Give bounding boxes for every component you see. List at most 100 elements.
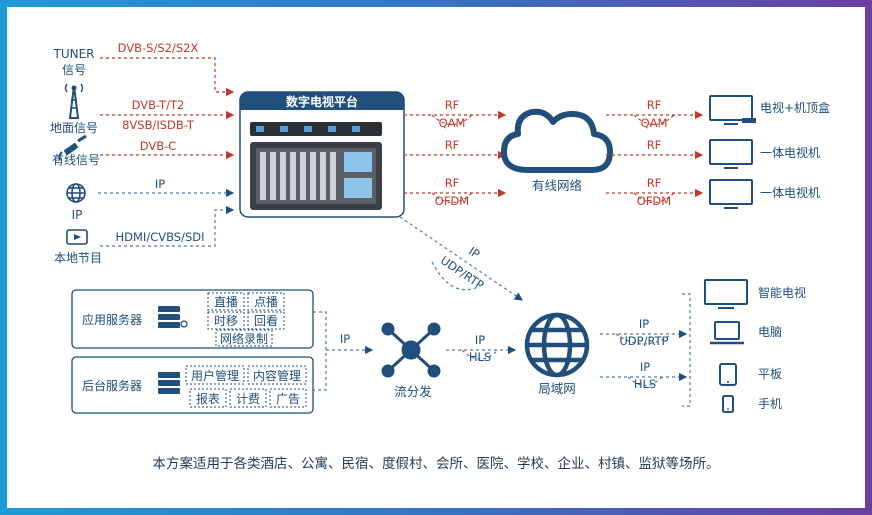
rf-left-3-bottom: OFDM (435, 194, 469, 208)
ip-input-label: IP (72, 208, 83, 222)
backend-tag-billing: 计费 (236, 392, 260, 406)
terrestrial-link-top: DVB-T/T2 (132, 98, 185, 112)
cloud-icon (501, 108, 613, 173)
lan-link-1-bottom: UDP/RTP (619, 334, 668, 348)
network-hub-icon (381, 322, 441, 378)
server-stack-icon (158, 372, 180, 394)
tuner-line1: TUNER (52, 47, 94, 61)
laptop-icon (710, 321, 744, 345)
rf-left-3-top: RF (445, 176, 460, 190)
globe-icon (524, 312, 590, 378)
rf-right-3-top: RF (647, 176, 662, 190)
input-tuner: TUNER 信号 (52, 47, 94, 77)
backend-tag-reports: 报表 (196, 391, 220, 406)
device-smart-tv-label: 智能电视 (758, 285, 806, 300)
input-local: 本地节目 (54, 229, 102, 265)
local-label: 本地节目 (54, 251, 102, 265)
device-tablet-label: 平板 (758, 367, 782, 381)
tuner-line2: 信号 (62, 63, 86, 77)
rf-right-1-top: RF (647, 98, 662, 112)
input-ip: IP (66, 183, 86, 222)
ip-link-label: IP (155, 177, 165, 191)
backend-tag-ads: 广告 (276, 392, 300, 406)
tv-icon (709, 179, 753, 209)
app-tag-live: 直播 (214, 295, 238, 309)
platform-lan-top: IP (466, 244, 482, 261)
platform-lan-link (399, 216, 523, 301)
servers-bracket (313, 311, 327, 391)
tablet-icon (719, 363, 737, 386)
terrestrial-label: 地面信号 (50, 121, 98, 135)
dist-lan-top: IP (475, 333, 485, 347)
input-terrestrial: 地面信号 (50, 83, 98, 135)
cable-link-label: DVB-C (140, 139, 177, 153)
rf-right-3-bottom: OFDM (637, 194, 671, 208)
rf-right-1-bottom: QAM (641, 116, 668, 130)
lan-link-2-top: IP (640, 360, 650, 374)
app-server-box: 应用服务器 直播 点播 时移 回看 网络录制 (71, 289, 314, 349)
app-tag-recording: 网络录制 (220, 331, 268, 346)
tv-icon (709, 139, 753, 169)
terrestrial-link-bottom: 8VSB/ISDB-T (122, 118, 195, 132)
tv-icon (709, 95, 756, 125)
platform-lan-bottom: UDP/RTP (438, 253, 487, 292)
devices-bracket (682, 293, 691, 407)
rf-right-2-top: RF (647, 138, 662, 152)
video-screen-icon (66, 229, 88, 245)
tv-output-3-label: 一体电视机 (760, 185, 820, 200)
device-computer-label: 电脑 (758, 325, 782, 339)
phone-icon (722, 395, 734, 413)
backend-server-box: 后台服务器 用户管理 内容管理 报表 计费 广告 (71, 356, 314, 414)
servers-link-label: IP (340, 332, 350, 346)
stream-distribution-node: 流分发 (381, 322, 441, 399)
device-computer: 电脑 (710, 321, 782, 345)
tv-output-1: 电视+机顶盒 (709, 95, 830, 125)
lan-node: 局域网 (524, 312, 590, 396)
platform-title: 数字电视平台 (286, 94, 358, 109)
rf-left-1-bottom: QAM (439, 116, 466, 130)
tuner-link-label: DVB-S/S2/S2X (118, 41, 199, 55)
local-link-label: HDMI/CVBS/SDI (116, 230, 205, 244)
tv-output-2: 一体电视机 (709, 139, 820, 169)
device-phone-label: 手机 (758, 397, 782, 411)
tv-output-1-label: 电视+机顶盒 (760, 100, 830, 115)
local-link-line (100, 205, 235, 247)
lan-label: 局域网 (538, 381, 576, 396)
device-smart-tv: 智能电视 (704, 279, 806, 309)
footer-note: 本方案适用于各类酒店、公寓、民宿、度假村、会所、医院、学校、企业、村镇、监狱等场… (153, 455, 720, 472)
globe-icon (66, 183, 86, 203)
hls-arc-left (461, 349, 499, 360)
udp-arc-diagonal (431, 261, 481, 291)
udp-arc-right (615, 333, 673, 345)
device-tablet: 平板 (719, 363, 782, 386)
cable-label: 有线信号 (52, 153, 100, 167)
dist-lan-bottom: HLS (469, 350, 491, 364)
tuner-link-line (100, 57, 235, 97)
app-tag-replay: 回看 (254, 314, 278, 328)
digital-tv-platform: 数字电视平台 (239, 91, 405, 218)
device-phone: 手机 (722, 395, 782, 413)
rf-left-1-top: RF (445, 98, 460, 112)
headend-rack-icon (250, 122, 382, 210)
input-cable: 有线信号 (52, 134, 100, 167)
distribution-label: 流分发 (394, 384, 432, 399)
tv-output-2-label: 一体电视机 (760, 145, 820, 160)
lan-link-2-bottom: HLS (634, 377, 656, 391)
cloud-label: 有线网络 (532, 178, 583, 193)
hls-arc-right (627, 376, 663, 387)
tv-output-3: 一体电视机 (709, 179, 820, 209)
server-stack-icon (158, 306, 188, 328)
app-tag-timeshift: 时移 (214, 314, 238, 328)
cable-network-cloud: 有线网络 (501, 108, 613, 193)
lan-link-1-top: IP (639, 317, 649, 331)
rf-left-2-top: RF (445, 138, 460, 152)
smart-tv-icon (704, 279, 748, 309)
antenna-tower-icon (64, 83, 84, 119)
app-tag-vod: 点播 (254, 295, 278, 309)
backend-server-label: 后台服务器 (82, 378, 142, 393)
app-server-label: 应用服务器 (82, 312, 142, 327)
cable-connector-icon (58, 134, 87, 161)
backend-tag-users: 用户管理 (191, 368, 239, 383)
